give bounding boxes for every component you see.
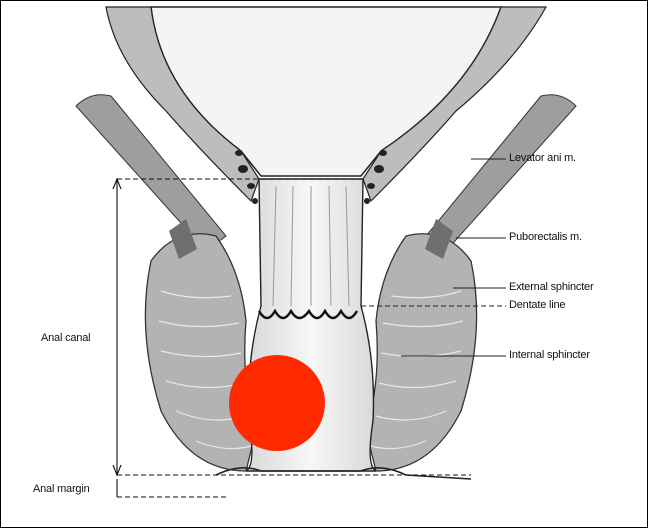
label-levator-ani: Levator ani m. [509,152,576,164]
sphincter-right [366,234,477,471]
sphincter-left [145,234,256,471]
label-dentate-line: Dentate line [509,299,565,311]
label-puborectalis: Puborectalis m. [509,231,582,243]
label-anal-margin: Anal margin [33,483,90,495]
label-internal-sphincter: Internal sphincter [509,349,590,361]
label-anal-canal: Anal canal [41,332,90,344]
label-external-sphincter: External sphincter [509,281,593,293]
anal-margin-dimension [117,479,226,497]
red-marker [229,355,325,451]
